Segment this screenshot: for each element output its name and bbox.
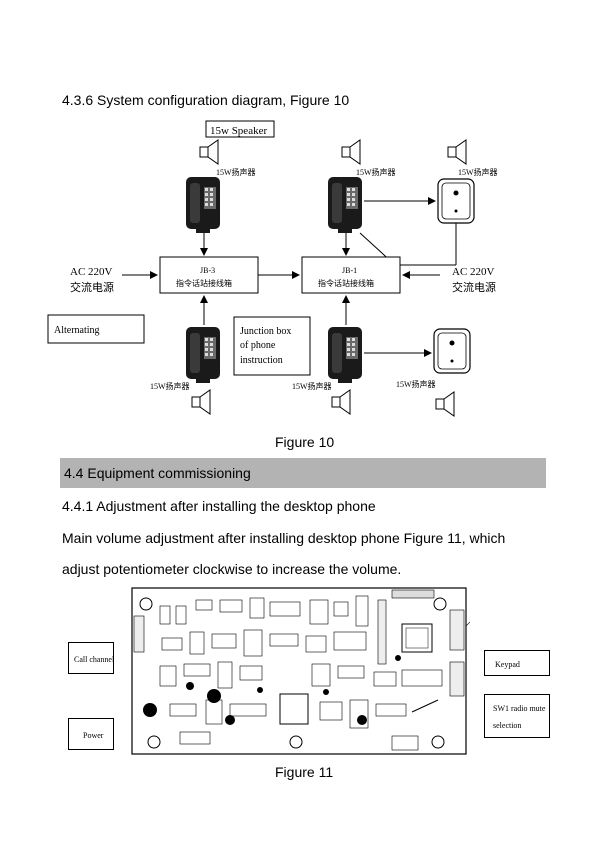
alternating-label: Alternating (54, 325, 100, 336)
speaker-label-3: 15W扬声器 (458, 167, 498, 177)
sw1-callout: SW1 radio mute selection (484, 694, 550, 738)
jb1-name: 指令话站接线箱 (318, 278, 374, 288)
jb1-id: JB-1 (342, 266, 357, 275)
figure-10-caption: Figure 10 (275, 434, 335, 450)
jb3-id: JB-3 (200, 266, 215, 275)
speaker-box-icon (433, 328, 471, 374)
jb1-box (301, 256, 401, 294)
junction-line3: instruction (240, 355, 283, 366)
power-callout: Power (68, 718, 114, 750)
call-channel-label: Call channel (74, 655, 115, 664)
system-configuration-diagram: 15w Speaker 15W扬声器 15W扬声器 15W扬声器 JB-3 指令… (47, 120, 498, 417)
figure-11-caption: Figure 11 (275, 764, 334, 780)
speaker-box-icon (437, 178, 475, 224)
phone-icon (186, 327, 220, 383)
paragraph-line-2: adjust potentiometer clockwise to increa… (62, 561, 402, 577)
ac-right-line1: AC 220V (452, 266, 495, 278)
speaker-icon (447, 139, 467, 165)
phone-icon (328, 177, 362, 233)
sw1-label-line2: selection (493, 721, 522, 730)
speaker-icon (341, 139, 361, 165)
speaker-icon (191, 389, 211, 415)
junction-label-box (233, 316, 311, 376)
ac-left-line2: 交流电源 (70, 280, 114, 294)
speaker-label-2: 15W扬声器 (356, 167, 396, 177)
ac-left-line1: AC 220V (70, 266, 113, 278)
section-heading-4-4: 4.4 Equipment commissioning (60, 458, 546, 488)
speaker-icon (435, 391, 455, 417)
power-label: Power (83, 731, 104, 740)
speaker-box-label: 15w Speaker (210, 125, 267, 137)
section-heading-4-4-1: 4.4.1 Adjustment after installing the de… (62, 498, 376, 514)
sw1-label-line1: SW1 radio mute (493, 704, 546, 713)
speaker-label-5: 15W扬声器 (292, 381, 332, 391)
phone-icon (328, 327, 362, 383)
alternating-box (47, 314, 145, 344)
jb3-name: 指令话站接线箱 (176, 278, 232, 288)
paragraph-line-1: Main volume adjustment after installing … (62, 530, 506, 546)
section-heading-4-3-6: 4.3.6 System configuration diagram, Figu… (62, 92, 350, 108)
keypad-label: Keypad (495, 660, 520, 669)
speaker-label-4: 15W扬声器 (150, 381, 190, 391)
speaker-label-1: 15W扬声器 (216, 167, 256, 177)
speaker-label-box (205, 120, 275, 138)
keypad-callout: Keypad (484, 650, 550, 676)
junction-line2: of phone (240, 340, 276, 351)
junction-line1: Junction box (240, 326, 291, 337)
speaker-label-6: 15W扬声器 (396, 379, 436, 389)
phone-icon (186, 177, 220, 233)
speaker-icon (199, 139, 219, 165)
pcb-board-image (130, 587, 470, 755)
ac-right-line2: 交流电源 (452, 280, 496, 294)
call-channel-callout: Call channel (68, 642, 114, 674)
speaker-icon (331, 389, 351, 415)
